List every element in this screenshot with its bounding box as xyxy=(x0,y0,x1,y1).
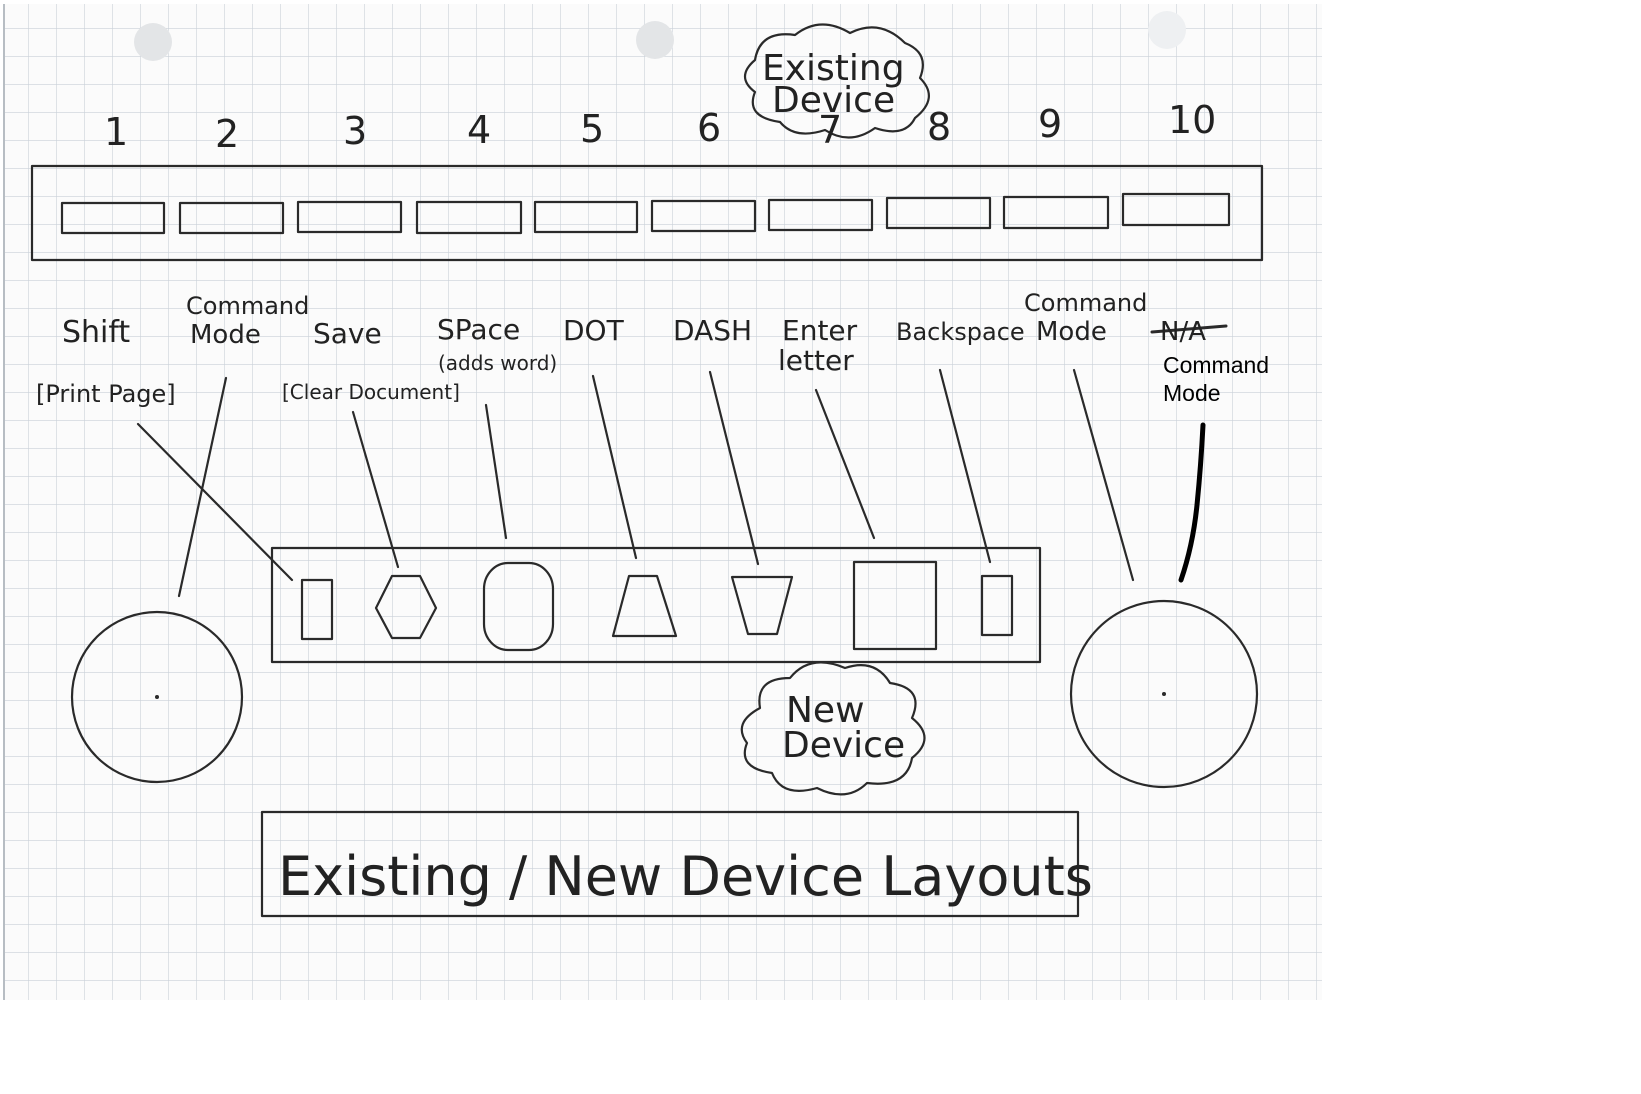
strike-line xyxy=(1150,324,1228,334)
number-2: 2 xyxy=(215,112,239,156)
connector-lines xyxy=(136,368,1135,598)
new-key-dash-trapezoid xyxy=(730,575,794,636)
title-frame xyxy=(260,810,1080,918)
label-dot: DOT xyxy=(563,314,625,347)
label-print-page: [Print Page] xyxy=(36,380,176,408)
label-space-2: (adds word) xyxy=(438,351,557,375)
grid-lines xyxy=(4,4,1322,1000)
number-7: 7 xyxy=(818,108,842,152)
existing-key-5 xyxy=(533,200,639,234)
number-9: 9 xyxy=(1038,102,1062,146)
connector-line-typed xyxy=(1178,422,1206,583)
knob-left xyxy=(70,610,244,784)
label-typed-command: Command xyxy=(1163,352,1269,378)
label-command-mode-right-2: Mode xyxy=(1036,317,1107,347)
function-labels: Shift Command Mode Save SPace (adds word… xyxy=(36,289,1269,408)
existing-key-7 xyxy=(767,198,874,232)
cloud-bottom-line2: Device xyxy=(782,725,905,766)
binder-hole-2 xyxy=(636,21,674,59)
label-typed-mode: Mode xyxy=(1163,380,1221,406)
existing-key-9 xyxy=(1002,195,1110,230)
new-key-shift xyxy=(300,578,334,641)
label-space-1: SPace xyxy=(437,313,520,346)
binder-hole-3 xyxy=(1148,11,1186,49)
label-na-struck: N/A xyxy=(1160,317,1206,347)
existing-key-10 xyxy=(1121,192,1231,227)
label-shift: Shift xyxy=(62,315,130,350)
number-5: 5 xyxy=(580,107,604,151)
existing-device-bar xyxy=(30,164,1264,262)
cloud-new-device xyxy=(740,661,926,796)
label-save: Save xyxy=(313,317,382,350)
label-command-mode-right-1: Command xyxy=(1024,289,1147,317)
page-title: Existing / New Device Layouts xyxy=(278,845,1093,908)
existing-key-6 xyxy=(650,199,757,233)
label-clear-document: [Clear Document] xyxy=(282,380,460,404)
existing-key-1 xyxy=(60,201,166,235)
label-backspace: Backspace xyxy=(896,318,1025,346)
number-8: 8 xyxy=(927,105,951,149)
new-key-save-hexagon xyxy=(374,574,438,640)
key-numbers: 1 2 3 4 5 6 7 8 9 10 xyxy=(104,98,1216,156)
binder-hole-1 xyxy=(134,23,172,61)
new-device-bar xyxy=(270,546,1042,664)
number-4: 4 xyxy=(467,108,491,152)
existing-key-3 xyxy=(296,200,403,234)
cloud-top-line2: Device xyxy=(772,80,895,121)
existing-keys xyxy=(60,192,1231,235)
cloud-top-line1: Existing xyxy=(762,48,905,89)
new-key-space xyxy=(482,561,555,652)
label-command-mode-left-2: Mode xyxy=(190,320,261,350)
new-key-backspace xyxy=(980,574,1014,637)
existing-key-2 xyxy=(178,201,285,235)
knob-right xyxy=(1069,599,1259,789)
number-6: 6 xyxy=(697,106,721,150)
new-key-enter-letter xyxy=(852,560,938,651)
label-enter-letter-1: Enter xyxy=(782,314,858,347)
label-enter-letter-2: letter xyxy=(778,344,854,377)
number-3: 3 xyxy=(343,109,367,153)
number-10: 10 xyxy=(1168,98,1216,142)
existing-key-8 xyxy=(885,196,992,230)
new-key-dot-trapezoid xyxy=(611,574,678,638)
cloud-existing-device xyxy=(743,23,930,139)
number-1: 1 xyxy=(104,110,128,154)
label-dash: DASH xyxy=(673,314,752,347)
cloud-bottom-line1: New xyxy=(786,690,865,731)
existing-key-4 xyxy=(415,200,523,235)
label-command-mode-left-1: Command xyxy=(186,292,309,320)
